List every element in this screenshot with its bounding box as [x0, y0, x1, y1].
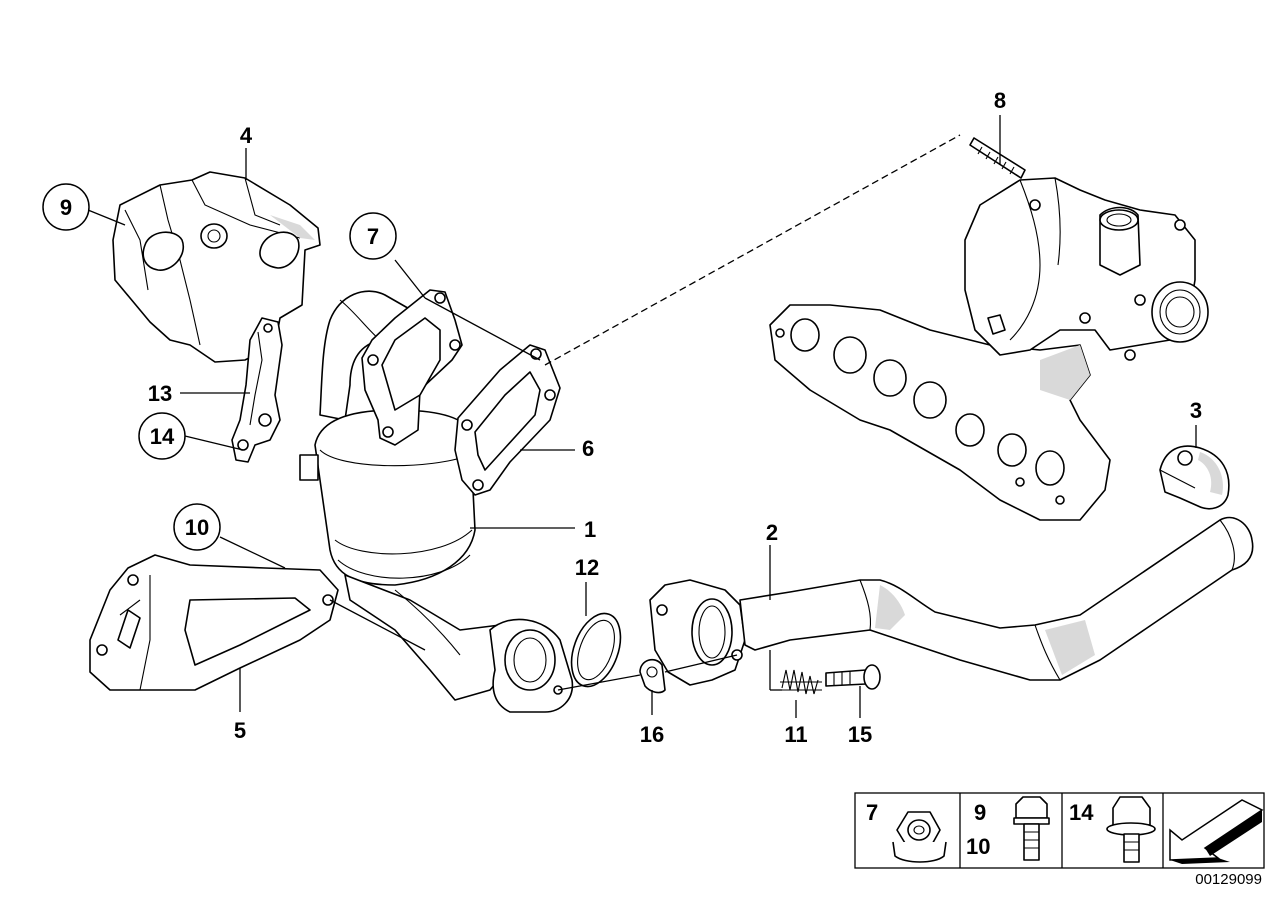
- callout-5: 5: [234, 718, 246, 743]
- lower-bracket-part: [89, 554, 339, 691]
- callout-3: 3: [1190, 398, 1202, 423]
- callout-10-circled: 10: [173, 503, 221, 551]
- callout-7: 7: [367, 224, 379, 249]
- stud-part: [969, 137, 1026, 179]
- callout-7-circled: 7: [349, 212, 397, 260]
- flange-bolt-icon: [1106, 796, 1156, 863]
- callout-13: 13: [148, 381, 172, 406]
- sealing-ring-part: [570, 612, 622, 688]
- legend-label-10: 10: [966, 834, 990, 859]
- callout-4: 4: [240, 123, 253, 148]
- callout-1: 1: [584, 517, 596, 542]
- callout-14-circled: 14: [138, 412, 186, 460]
- legend-label-14: 14: [1069, 800, 1094, 825]
- callout-9: 9: [60, 195, 72, 220]
- support-bracket-part: [231, 317, 283, 463]
- callout-8: 8: [994, 88, 1006, 113]
- spring-part: [780, 669, 822, 695]
- callout-12: 12: [575, 555, 599, 580]
- legend-label-7: 7: [866, 800, 878, 825]
- callout-2: 2: [766, 520, 778, 545]
- callout-6: 6: [582, 436, 594, 461]
- catalytic-converter-part: [299, 289, 574, 713]
- direction-arrow-icon: [1169, 799, 1264, 864]
- callout-10: 10: [185, 515, 209, 540]
- leader-lines: [87, 115, 1197, 718]
- hex-bolt-icon: [1013, 796, 1050, 861]
- turbocharger-manifold-part: [769, 177, 1209, 521]
- callout-labels: 1 2 3 4 5 6 8 11 12 13 15 16 7 9 10 14: [42, 88, 1202, 747]
- heat-shield-part: [112, 171, 321, 363]
- callout-11: 11: [784, 722, 807, 747]
- callout-9-circled: 9: [42, 183, 90, 231]
- gasket-part: [454, 344, 561, 496]
- callout-14: 14: [150, 424, 175, 449]
- clamp-part: [1159, 445, 1230, 510]
- diagram-code: 00129099: [1195, 871, 1262, 888]
- bolt-part: [825, 664, 881, 690]
- callout-15: 15: [848, 722, 872, 747]
- legend-label-9: 9: [974, 800, 986, 825]
- retaining-ring-part: [639, 658, 666, 694]
- flange-nut-icon: [892, 811, 947, 863]
- front-pipe-part: [649, 516, 1254, 686]
- callout-16: 16: [640, 722, 664, 747]
- fastener-legend: 7 9 10 14: [854, 792, 1265, 869]
